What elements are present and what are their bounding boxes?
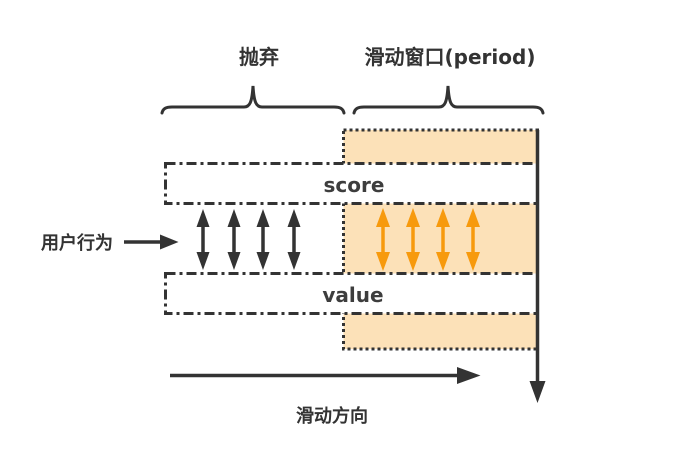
double-arrow-icon <box>256 209 270 270</box>
timeline-down-arrow-icon <box>529 130 546 403</box>
score-band <box>164 162 539 205</box>
arrow-head-up <box>406 208 420 227</box>
arrow-head-right <box>457 367 481 384</box>
arrow-head-up <box>466 208 480 227</box>
score-label: score <box>324 173 385 197</box>
arrow-head-down <box>256 252 270 270</box>
window-brace-icon <box>352 85 545 115</box>
double-arrow-icon <box>287 209 301 270</box>
arrow-head-down <box>529 381 546 403</box>
arrow-head-up <box>196 209 210 227</box>
window-behavior-arrows <box>376 208 480 271</box>
arrow-head-up <box>287 209 301 227</box>
arrow-head-up <box>376 208 390 227</box>
value-label: value <box>322 283 383 307</box>
double-arrow-icon <box>376 208 390 271</box>
arrow-head-down <box>466 252 480 271</box>
arrow-head-down <box>406 252 420 271</box>
arrow-head-down <box>287 252 301 270</box>
slide-direction-label: 滑动方向 <box>296 405 368 427</box>
arrow-head-down <box>436 252 450 271</box>
value-band <box>164 272 539 315</box>
discard-brace-icon <box>160 85 346 115</box>
discarded-behavior-arrows <box>196 209 301 270</box>
double-arrow-icon <box>406 208 420 271</box>
double-arrow-icon <box>227 209 241 270</box>
arrow-head-up <box>256 209 270 227</box>
arrow-head-down <box>227 252 241 270</box>
arrow-head-right <box>160 234 179 250</box>
arrow-head-down <box>376 252 390 271</box>
user-behavior-label: 用户行为 <box>41 232 113 254</box>
arrow-head-down <box>196 252 210 270</box>
double-arrow-icon <box>466 208 480 271</box>
arrow-head-up <box>436 208 450 227</box>
sliding-window-label: 滑动窗口(period) <box>365 45 536 69</box>
slide-direction-arrow-icon <box>170 367 481 384</box>
double-arrow-icon <box>196 209 210 270</box>
arrow-head-up <box>227 209 241 227</box>
user-behavior-arrow-icon <box>124 234 179 250</box>
discard-label: 抛弃 <box>239 45 279 69</box>
double-arrow-icon <box>436 208 450 271</box>
